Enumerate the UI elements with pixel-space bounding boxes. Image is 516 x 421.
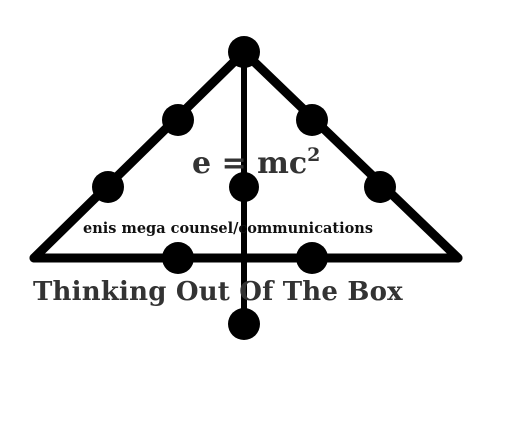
apex-node: [228, 36, 260, 68]
base-right-node: [296, 242, 328, 274]
right-upper-node: [296, 104, 328, 136]
bottom-node: [228, 308, 260, 340]
formula-text: e = mc2: [192, 146, 320, 179]
formula-base: e = mc: [192, 146, 308, 181]
company-name: enis mega counsel/communications: [83, 220, 373, 237]
left-upper-node: [162, 104, 194, 136]
right-lower-node: [364, 171, 396, 203]
tagline: Thinking Out Of The Box: [33, 277, 403, 307]
formula-exponent: 2: [307, 144, 321, 166]
center-node: [229, 172, 259, 202]
triangle-right-edge: [239, 47, 463, 263]
triangle-left-edge: [29, 47, 249, 263]
base-left-node: [162, 242, 194, 274]
left-lower-node: [92, 171, 124, 203]
